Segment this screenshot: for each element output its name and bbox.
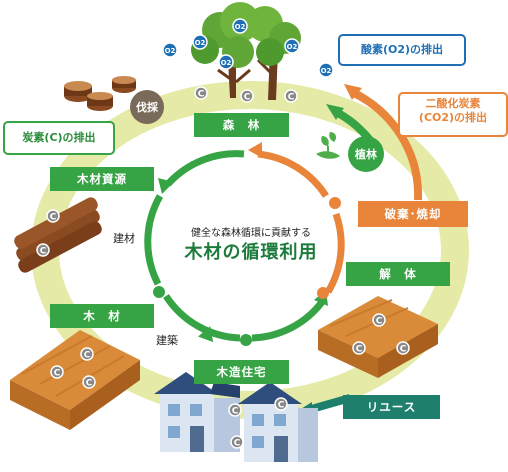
oxygen-emission-callout: 酸素(O2)の排出 bbox=[338, 34, 466, 66]
carbon-marker-icon: C bbox=[36, 242, 50, 261]
junction-dot bbox=[153, 286, 165, 298]
planting-arrow-head bbox=[326, 104, 344, 120]
tree-branches bbox=[217, 58, 274, 84]
arrowhead-to-resource bbox=[158, 178, 174, 194]
carbon-marker-icon: C bbox=[230, 434, 244, 453]
carbon-marker-icon: C bbox=[82, 374, 96, 393]
carbon-marker-icon: C bbox=[372, 312, 386, 331]
stage-label-dismantle: 解 体 bbox=[346, 262, 450, 286]
dismantled-lumber-icon bbox=[318, 296, 438, 378]
stage-label-timber-resource: 木材資源 bbox=[50, 167, 154, 191]
arrowhead-to-forest bbox=[248, 142, 262, 158]
cycle-arc-dismantle-to-house bbox=[251, 299, 325, 342]
stage-label-reuse: リユース bbox=[343, 395, 440, 419]
construction-label: 建築 bbox=[156, 334, 178, 347]
carbon-marker-icon: C bbox=[228, 402, 242, 421]
svg-text:O2: O2 bbox=[165, 47, 176, 55]
carbon-marker-icon: C bbox=[284, 88, 298, 107]
house-icon bbox=[154, 372, 240, 452]
cycle-arc-house-to-timber bbox=[163, 294, 241, 342]
junction-dot bbox=[240, 334, 252, 346]
cycle-arc-disposal-to-dismantle bbox=[324, 212, 345, 294]
svg-text:C: C bbox=[288, 93, 295, 103]
oxygen-marker-icon: O2 bbox=[232, 18, 248, 38]
co2-callout-line2: (CO2)の排出 bbox=[418, 111, 488, 124]
svg-text:C: C bbox=[54, 369, 61, 379]
stage-label-forest: 森 林 bbox=[194, 113, 289, 137]
svg-text:C: C bbox=[84, 351, 91, 361]
svg-text:O2: O2 bbox=[235, 23, 246, 31]
svg-text:C: C bbox=[198, 90, 205, 100]
junction-dot bbox=[317, 287, 329, 299]
oxygen-marker-icon: O2 bbox=[284, 38, 300, 58]
cycle-arc-timber-to-resource bbox=[144, 194, 164, 286]
carbon-marker-icon: C bbox=[352, 340, 366, 359]
cycle-arc-forest-to-disposal bbox=[257, 150, 329, 198]
oxygen-marker-icon: O2 bbox=[318, 62, 334, 82]
svg-text:C: C bbox=[232, 407, 239, 417]
logging-badge: 伐採 bbox=[130, 90, 164, 124]
svg-text:C: C bbox=[50, 213, 57, 223]
svg-text:O2: O2 bbox=[321, 67, 332, 75]
svg-text:C: C bbox=[86, 379, 93, 389]
co2-arrow-head bbox=[344, 84, 362, 100]
carbon-marker-icon: C bbox=[46, 208, 60, 227]
seedling-icon bbox=[316, 132, 340, 159]
planting-badge: 植林 bbox=[348, 136, 384, 172]
carbon-marker-icon: C bbox=[396, 340, 410, 359]
carbon-marker-icon: C bbox=[274, 396, 288, 415]
center-title: 木材の循環利用 bbox=[184, 242, 318, 263]
carbon-marker-icon: C bbox=[194, 85, 208, 104]
oxygen-marker-icon: O2 bbox=[192, 34, 208, 54]
svg-text:C: C bbox=[234, 439, 241, 449]
stage-label-disposal: 破棄･焼却 bbox=[358, 201, 468, 227]
svg-text:O2: O2 bbox=[287, 43, 298, 51]
arrowhead-to-house bbox=[198, 326, 214, 343]
carbon-marker-icon: C bbox=[240, 88, 254, 107]
stage-label-wooden-house: 木造住宅 bbox=[194, 360, 289, 384]
stump-icon bbox=[64, 76, 136, 111]
house-icon bbox=[238, 382, 318, 462]
co2-emission-callout: 二酸化炭素 (CO2)の排出 bbox=[398, 92, 508, 137]
svg-text:C: C bbox=[376, 317, 383, 327]
construction-material-label: 建材 bbox=[113, 232, 135, 245]
oxygen-marker-icon: O2 bbox=[218, 54, 234, 74]
svg-text:C: C bbox=[400, 345, 407, 355]
lumber-stack-icon bbox=[10, 330, 140, 430]
svg-text:O2: O2 bbox=[221, 59, 232, 67]
carbon-emission-callout: 炭素(C)の排出 bbox=[3, 121, 115, 155]
co2-callout-line1: 二酸化炭素 bbox=[425, 97, 481, 110]
svg-text:C: C bbox=[356, 345, 363, 355]
svg-text:C: C bbox=[278, 401, 285, 411]
svg-text:C: C bbox=[40, 247, 47, 257]
stage-label-timber: 木 材 bbox=[50, 304, 154, 328]
svg-text:C: C bbox=[244, 93, 251, 103]
carbon-marker-icon: C bbox=[50, 364, 64, 383]
cycle-arc-resource-to-forest bbox=[165, 150, 245, 187]
oxygen-marker-icon: O2 bbox=[162, 42, 178, 62]
svg-text:O2: O2 bbox=[195, 39, 206, 47]
carbon-marker-icon: C bbox=[80, 346, 94, 365]
junction-dot bbox=[329, 197, 341, 209]
center-subtitle: 健全な森林循環に貢献する bbox=[191, 228, 311, 239]
